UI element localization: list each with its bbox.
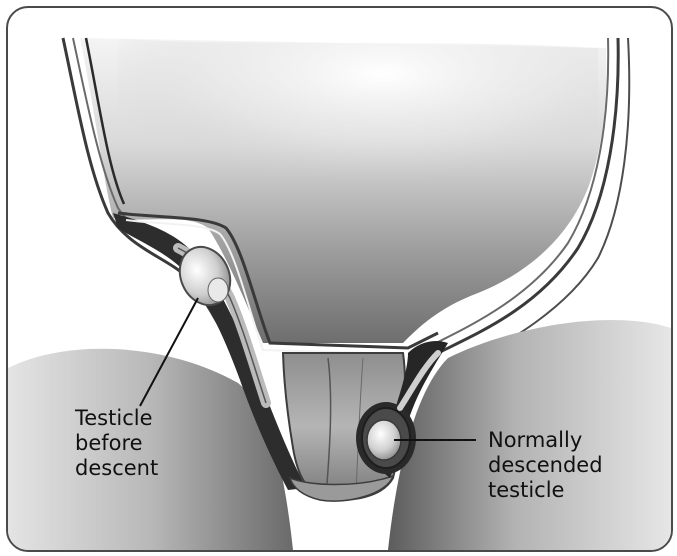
label-right-line-2: descended [488, 453, 603, 478]
label-left-line-1: Testicle [75, 406, 158, 431]
label-right-line-3: testicle [488, 478, 603, 503]
label-normally-descended-testicle: Normally descended testicle [488, 428, 603, 503]
label-testicle-before-descent: Testicle before descent [75, 406, 158, 481]
illustration-frame: Testicle before descent Normally descend… [6, 6, 673, 552]
label-right-line-1: Normally [488, 428, 603, 453]
label-left-line-3: descent [75, 456, 158, 481]
label-left-line-2: before [75, 431, 158, 456]
